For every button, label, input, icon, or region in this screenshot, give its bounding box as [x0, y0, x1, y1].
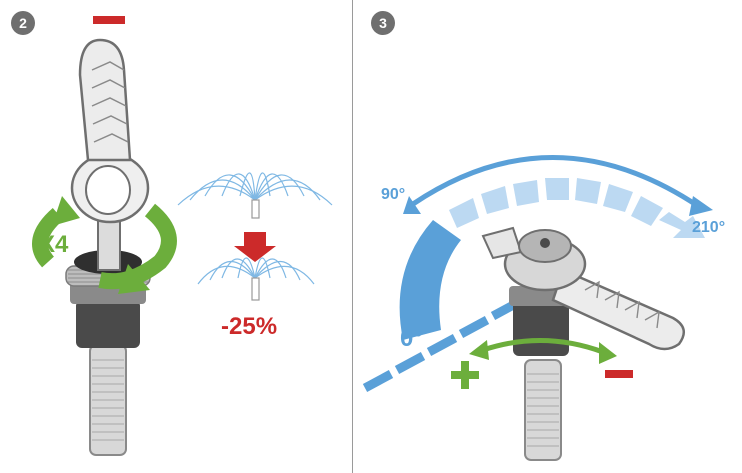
reduction-label: -25%	[221, 313, 278, 340]
step-2-badge: 2	[11, 11, 35, 35]
turns-label: X4	[39, 231, 69, 258]
adjustment-tool	[481, 226, 686, 351]
angle-210-label: 210°	[692, 219, 726, 236]
arrow-head-icon	[403, 196, 421, 214]
down-arrow-icon	[234, 232, 276, 262]
adjustment-tool	[70, 38, 150, 271]
arrow-head-icon	[469, 340, 489, 360]
step-3-panel: 3	[353, 0, 742, 473]
plus-icon	[451, 361, 479, 389]
arrow-head-icon	[689, 196, 713, 216]
arrow-head-icon	[52, 196, 80, 226]
arc-segments-icon	[449, 178, 705, 238]
spray-pattern-reduced-icon	[197, 257, 315, 301]
angle-0-label: 0°	[400, 325, 423, 352]
angle-90-label: 90°	[381, 186, 406, 203]
step-3-illustration	[362, 155, 713, 461]
step-3-badge: 3	[371, 11, 395, 35]
rotation-arrows-icon	[32, 203, 177, 290]
minus-icon	[605, 370, 633, 378]
zero-degree-line	[362, 298, 522, 392]
arrow-head-icon	[118, 264, 150, 294]
range-arc-icon	[411, 155, 700, 209]
minus-icon	[93, 16, 125, 24]
sprinkler-body	[509, 286, 573, 461]
arc-sector-icon	[399, 220, 461, 340]
panel-divider	[352, 0, 353, 473]
step-2-panel: 2	[0, 0, 352, 473]
adjust-arc-icon	[482, 338, 604, 355]
arrow-head-icon	[599, 342, 617, 364]
step-2-illustration	[32, 16, 333, 456]
spray-pattern-full-icon	[177, 172, 333, 219]
